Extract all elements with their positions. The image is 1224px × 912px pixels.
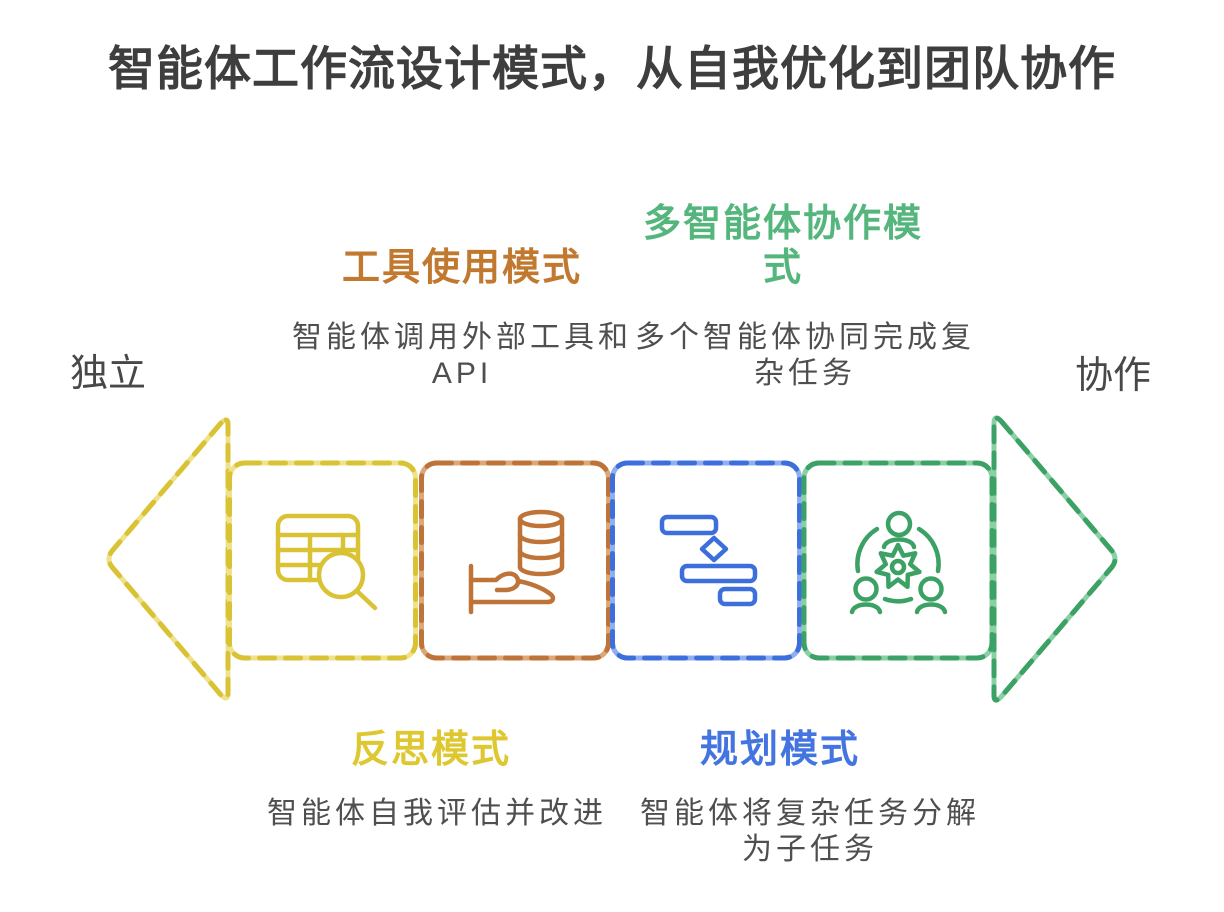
team-gear-icon	[849, 510, 948, 615]
pattern-box-tool-use	[419, 460, 611, 661]
pattern-box-reflection	[227, 460, 418, 661]
pattern-desc-reflection: 智能体自我评估并改进	[267, 797, 607, 830]
pattern-label-multi-agent: 多智能体协作模式	[642, 203, 923, 289]
page-title: 智能体工作流设计模式，从自我优化到团队协作	[108, 42, 1116, 95]
hand-database-icon	[468, 509, 565, 615]
pattern-desc-multi-agent: 多个智能体协同完成复杂任务	[635, 321, 975, 390]
pattern-desc-tool-use: 智能体调用外部工具和API	[292, 321, 632, 390]
axis-left-label: 独立	[70, 353, 147, 395]
axis-right-label: 协作	[1075, 355, 1152, 397]
pattern-label-reflection: 反思模式	[350, 729, 511, 771]
pattern-box-multi-agent	[801, 460, 995, 661]
table-search-icon	[275, 513, 378, 611]
gantt-chart-icon	[659, 514, 758, 607]
pattern-desc-planning: 智能体将复杂任务分解为子任务	[640, 797, 980, 866]
pattern-label-tool-use: 工具使用模式	[341, 247, 582, 289]
left-arrowhead	[106, 417, 231, 701]
right-arrowhead	[991, 415, 1118, 703]
pattern-box-planning	[610, 460, 802, 661]
pattern-label-planning: 规划模式	[699, 729, 860, 771]
